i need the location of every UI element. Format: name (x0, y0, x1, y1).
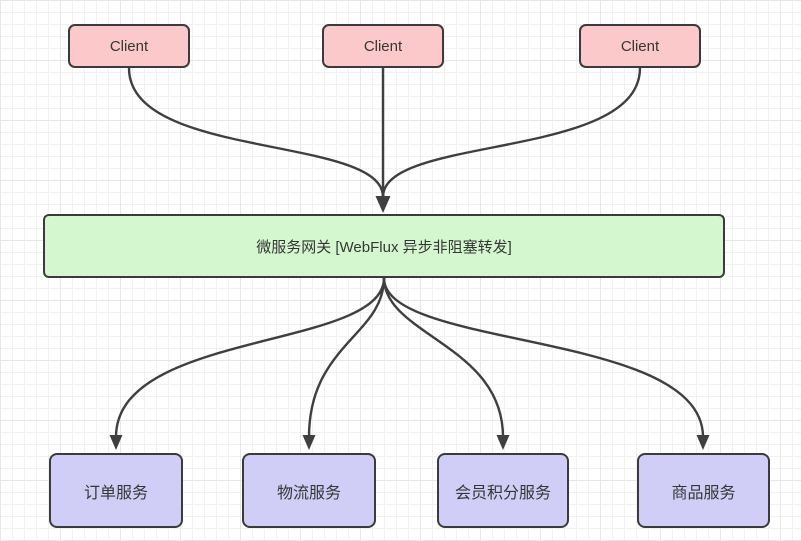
node-service-product-label: 商品服务 (671, 484, 736, 502)
edge-gateway-service4[interactable] (382, 276, 705, 439)
node-service-order-label: 订单服务 (83, 484, 148, 502)
edge-gateway-service2[interactable] (307, 276, 386, 439)
arrowhead-service2-icon (302, 435, 316, 450)
arrowhead-gateway-icon (375, 196, 391, 213)
node-client-2-label: Client (363, 37, 403, 55)
arrowhead-service1-icon (109, 435, 123, 450)
node-gateway-label: 微服务网关 [WebFlux 异步非阻塞转发] (256, 238, 512, 256)
node-client-3[interactable]: Client (579, 24, 701, 68)
edge-client1-gateway[interactable] (127, 66, 385, 199)
node-service-member-points[interactable]: 会员积分服务 (437, 453, 569, 528)
edge-gateway-service1[interactable] (114, 276, 386, 439)
arrowhead-service3-icon (496, 435, 510, 450)
node-client-1[interactable]: Client (68, 24, 190, 68)
node-service-order[interactable]: 订单服务 (49, 453, 183, 528)
node-client-3-label: Client (620, 37, 660, 55)
node-service-member-points-label: 会员积分服务 (454, 484, 551, 502)
arrowhead-service4-icon (696, 435, 710, 450)
node-service-logistics[interactable]: 物流服务 (242, 453, 376, 528)
node-client-2[interactable]: Client (322, 24, 444, 68)
edge-gateway-service3[interactable] (382, 276, 505, 439)
node-service-product[interactable]: 商品服务 (637, 453, 770, 528)
node-client-1-label: Client (109, 37, 149, 55)
edge-client3-gateway[interactable] (381, 66, 642, 199)
node-gateway[interactable]: 微服务网关 [WebFlux 异步非阻塞转发] (43, 214, 725, 278)
node-service-logistics-label: 物流服务 (276, 484, 341, 502)
